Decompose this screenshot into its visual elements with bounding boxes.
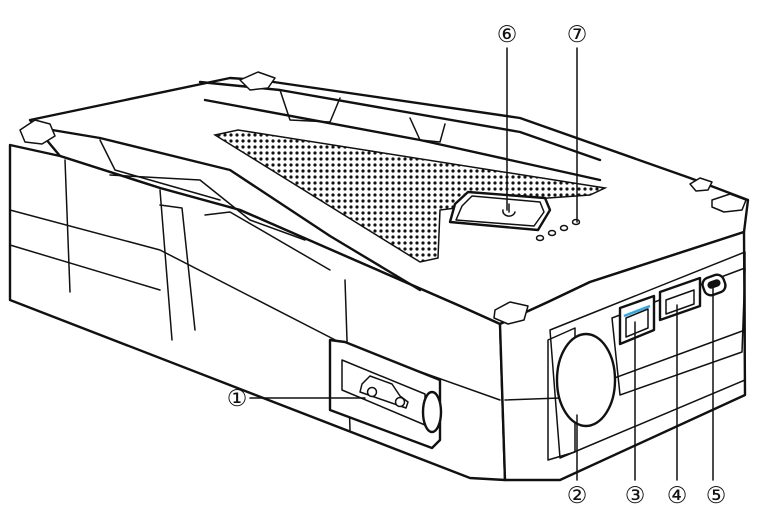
car-icon <box>359 375 409 409</box>
usb-c-port[interactable] <box>701 273 728 297</box>
usb-port-2[interactable] <box>658 276 702 322</box>
svg-text:①: ① <box>227 386 248 412</box>
leader-lines <box>249 47 714 481</box>
svg-text:⑥: ⑥ <box>497 22 518 48</box>
svg-text:⑦: ⑦ <box>567 22 588 48</box>
callout-3: ③ <box>625 483 646 509</box>
clamp-port[interactable] <box>328 338 443 450</box>
callout-4: ④ <box>667 483 688 509</box>
svg-text:②: ② <box>567 483 588 509</box>
power-button[interactable] <box>448 190 552 232</box>
callout-2: ② <box>567 483 588 509</box>
callout-5: ⑤ <box>706 483 727 509</box>
svg-text:⑤: ⑤ <box>706 483 727 509</box>
callout-6: ⑥ <box>497 22 518 48</box>
power-icon <box>502 203 516 217</box>
svg-text:④: ④ <box>667 483 688 509</box>
callout-7: ⑦ <box>567 22 588 48</box>
usb-port-1[interactable] <box>618 294 656 346</box>
callout-1: ① <box>227 386 248 412</box>
svg-text:③: ③ <box>625 483 646 509</box>
flashlight-lens <box>547 327 617 461</box>
